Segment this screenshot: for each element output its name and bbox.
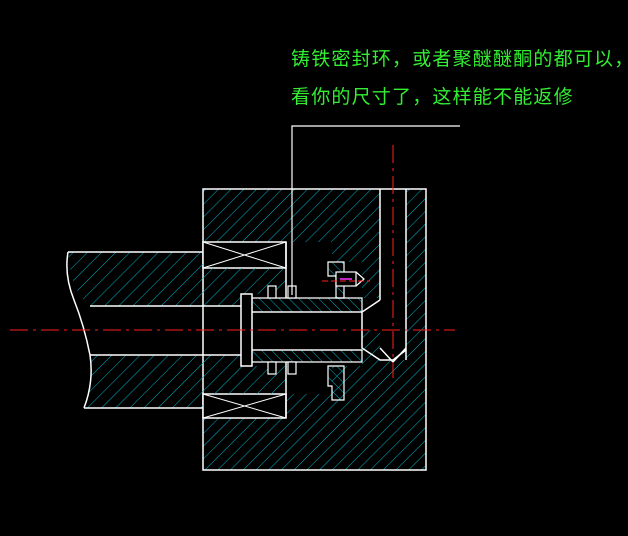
annotation-text-line-1: 铸铁密封环，或者聚醚醚酮的都可以，: [291, 48, 628, 70]
centerlines: [10, 145, 455, 378]
rotary-insert: [240, 261, 365, 401]
housing: [202, 188, 427, 471]
bearing-upper: [202, 241, 287, 269]
shaft: [66, 242, 287, 418]
leader-line: [291, 125, 460, 295]
bearing-lower: [202, 393, 287, 419]
annotation-text-line-2: 看你的尺寸了，这样能不能返修: [291, 86, 574, 108]
